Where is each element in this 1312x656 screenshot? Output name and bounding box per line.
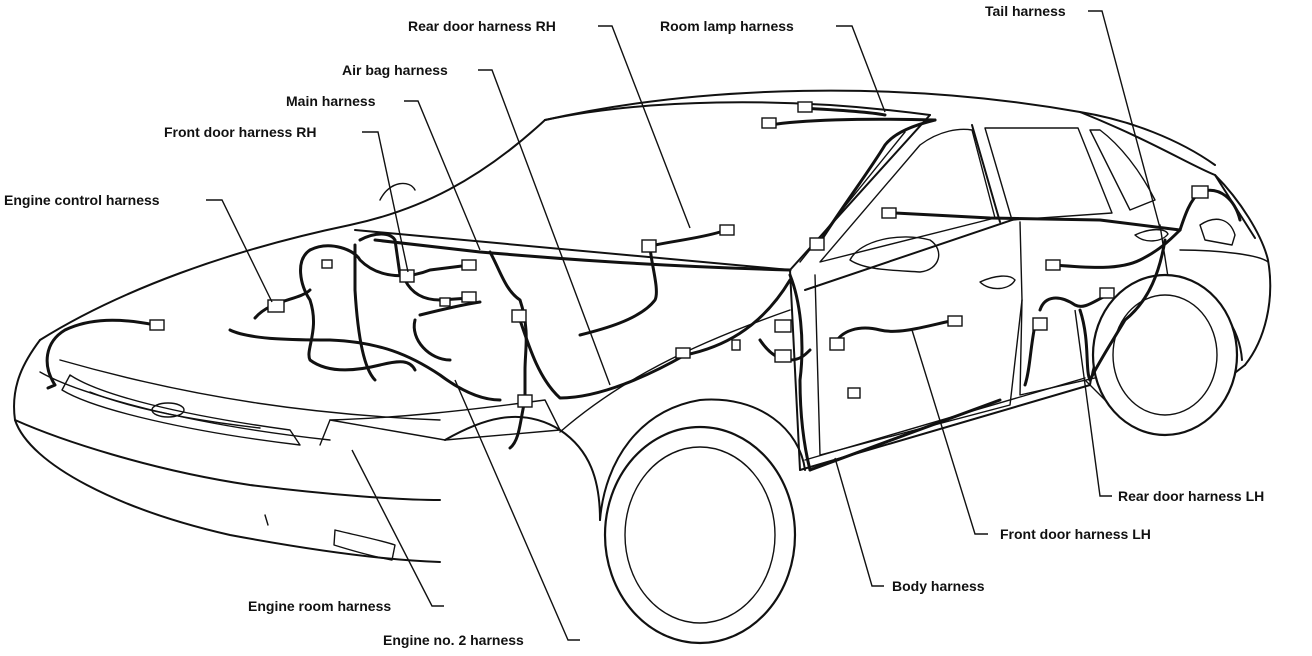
- harness-wires: [45, 106, 1242, 472]
- label-rear-door-harness-lh: Rear door harness LH: [1118, 488, 1264, 504]
- label-rear-door-harness-rh: Rear door harness RH: [408, 18, 556, 34]
- label-main-harness: Main harness: [286, 93, 376, 109]
- label-front-door-harness-rh: Front door harness RH: [164, 124, 316, 140]
- rear-wheel: [1089, 273, 1243, 437]
- label-room-lamp-harness: Room lamp harness: [660, 18, 794, 34]
- harness-connectors: [149, 101, 1209, 408]
- label-engine-no2-harness: Engine no. 2 harness: [383, 632, 524, 648]
- callout-labels: Rear door harness RH Room lamp harness T…: [4, 3, 1264, 648]
- front-wheel: [599, 398, 806, 645]
- leader-lines: [206, 10, 1161, 641]
- label-body-harness: Body harness: [892, 578, 985, 594]
- label-front-door-harness-lh: Front door harness LH: [1000, 526, 1151, 542]
- label-tail-harness: Tail harness: [985, 3, 1066, 19]
- label-air-bag-harness: Air bag harness: [342, 62, 448, 78]
- label-engine-room-harness: Engine room harness: [248, 598, 391, 614]
- label-engine-control-harness: Engine control harness: [4, 192, 160, 208]
